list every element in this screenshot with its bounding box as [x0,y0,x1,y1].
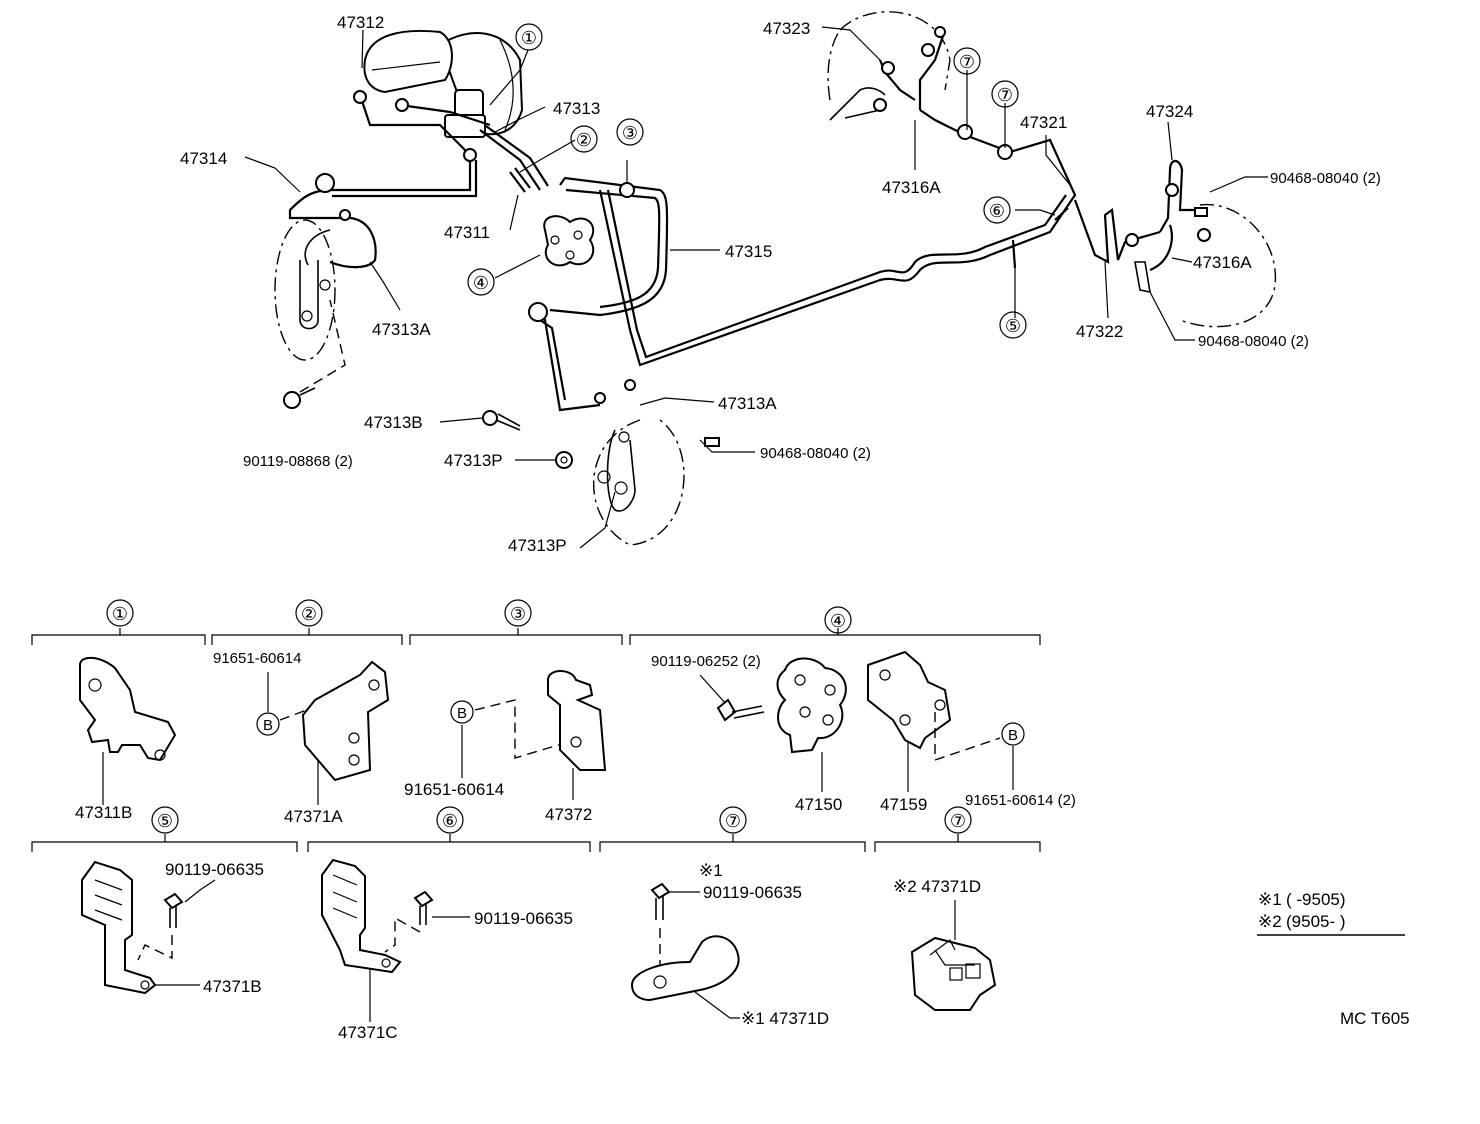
label-47322: 47322 [1076,322,1123,341]
label-90468-top: 90468-08040 (2) [1270,170,1381,187]
detail-4-marker: ④ [830,611,846,631]
legend-note1-mark: ※1 [1258,890,1282,909]
detail-4-part-b: 47159 [880,795,927,814]
callout-5: ⑤ [1005,316,1021,336]
diagram-code: MC T605 [1340,1009,1410,1028]
label-90119-08868: 90119-08868 (2) [243,453,353,470]
detail-3-b: B [457,705,467,722]
callout-7b: ⑦ [997,85,1013,105]
callout-1: ① [521,28,537,48]
detail-4-b: B [1008,727,1018,744]
detail-6-marker: ⑥ [442,811,458,831]
label-47313P-a: 47313P [444,451,503,470]
callout-3: ③ [622,123,638,143]
detail-1-part: 47311B [75,803,132,822]
label-47313B: 47313B [364,413,423,432]
detail-2-marker: ② [301,604,317,624]
callout-2: ② [576,130,592,150]
detail-6-part: 47371C [338,1023,398,1042]
detail-section-brackets-row2 [31,834,1041,852]
detail-6: ⑥ 90119-06635 47371C [321,806,573,1042]
front-left-disc [274,219,336,361]
callout-4: ④ [473,273,489,293]
detail-2-part: 47371A [284,807,343,826]
detail-5-bolt: 90119-06635 [165,860,264,879]
detail-7a-note: ※1 [699,861,723,880]
legend-note2-range: (9505- ) [1286,912,1346,931]
detail-5-marker: ⑤ [157,811,173,831]
detail-2-bolt: 91651-60614 [213,650,301,667]
label-47315: 47315 [725,242,772,261]
main-leaders [244,26,1268,549]
main-callouts: ① ② ③ ④ ⑤ ⑥ ⑦ ⑦ [467,23,1027,339]
label-47313P-b: 47313P [508,536,567,555]
detail-5-part: 47371B [203,977,262,996]
detail-1-marker: ① [112,604,128,624]
detail-4-bolt: 90119-06252 (2) [651,653,761,670]
detail-7a-bolt: 90119-06635 [703,883,802,902]
rear-left-drum [827,11,951,121]
detail-7a: ⑦ ※1 90119-06635 ※1 47371D [630,806,829,1028]
label-47313A-left: 47313A [372,320,431,339]
front-right-disc [592,419,685,546]
label-47312: 47312 [337,13,384,32]
detail-7b: ⑦ ※2 47371D [893,806,997,1011]
legend-note2-mark: ※2 [1258,912,1282,931]
detail-2-b: B [263,717,273,734]
label-90468-bottom: 90468-08040 (2) [1198,333,1309,350]
label-47323: 47323 [763,19,810,38]
detail-3-marker: ③ [510,604,526,624]
detail-7a-part: ※1 47371D [741,1009,829,1028]
detail-4-bolt-b: 91651-60614 (2) [965,792,1076,809]
label-47311: 47311 [444,223,490,242]
brake-tubes [288,26,1211,447]
label-47321: 47321 [1020,113,1067,132]
label-47313: 47313 [553,99,600,118]
detail-2: ② 91651-60614 B 47371A [213,599,390,826]
label-90468-mid: 90468-08040 (2) [760,445,871,462]
main-fasteners [283,299,573,469]
label-47313A-mid: 47313A [718,394,777,413]
detail-1: ① 47311B [75,599,177,822]
label-47316A-left: 47316A [882,178,941,197]
label-47314: 47314 [180,149,227,168]
detail-7a-marker: ⑦ [725,811,741,831]
detail-3-bolt: 91651-60614 [404,780,504,799]
label-47316A-right: 47316A [1193,253,1252,272]
detail-section-brackets-row1 [31,628,1041,645]
master-cylinder-assembly [363,29,524,138]
legend-note1-range: ( -9505) [1286,890,1346,909]
callout-6: ⑥ [989,201,1005,221]
main-part-labels: 47312 47313 47314 47311 47315 47313A 473… [180,13,1381,555]
callout-7a: ⑦ [959,52,975,72]
detail-3: ③ B 91651-60614 47372 [404,599,607,824]
detail-4: ④ 90119-06252 (2) 47150 B 91651-60614 (2… [651,606,1076,814]
legend: ※1 ( -9505) ※2 (9505- ) [1257,890,1405,936]
detail-6-bolt: 90119-06635 [474,909,573,928]
detail-3-part: 47372 [545,805,592,824]
detail-4-part-a: 47150 [795,795,842,814]
detail-5: ⑤ 90119-06635 47371B [81,806,264,996]
label-47324: 47324 [1146,102,1193,121]
detail-7b-part: ※2 47371D [893,877,981,896]
detail-7b-marker: ⑦ [950,811,966,831]
